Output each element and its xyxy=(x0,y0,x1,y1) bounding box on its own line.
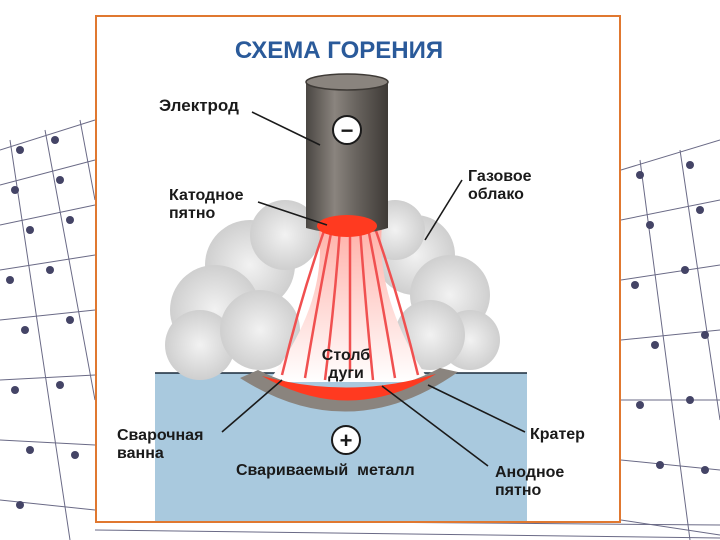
label-anode-spot-line1: Анодное xyxy=(495,464,564,481)
label-arc-column-line2: дуги xyxy=(328,365,364,382)
crater xyxy=(240,368,458,412)
minus-icon: − xyxy=(341,118,354,143)
label-gas-cloud-line2: облако xyxy=(468,186,524,203)
minus-sign-circle xyxy=(332,115,362,145)
label-weld-pool-line2: ванна xyxy=(117,445,164,462)
label-anode-spot-line2: пятно xyxy=(495,482,542,499)
cathode-spot xyxy=(317,215,377,237)
anode-spot xyxy=(262,374,436,401)
arc-rays xyxy=(280,227,420,381)
label-arc-column-line1: Столб xyxy=(322,347,371,364)
plus-sign-circle xyxy=(331,425,361,455)
label-crater: Кратер xyxy=(530,426,585,443)
page-title: СХЕМА ГОРЕНИЯ xyxy=(235,37,443,64)
label-base-metal: Свариваемый металл xyxy=(236,462,415,479)
leader-lines xyxy=(221,111,526,467)
electrode xyxy=(306,82,388,234)
label-cathode-spot-line1: Катодное xyxy=(169,187,244,204)
label-electrode: Электрод xyxy=(159,96,239,115)
label-weld-pool-line1: Сварочная xyxy=(117,427,203,444)
label-gas-cloud-line1: Газовое xyxy=(468,168,532,185)
label-cathode-spot-line2: пятно xyxy=(169,205,216,222)
electrode-top xyxy=(305,73,389,91)
plus-icon: + xyxy=(340,428,353,453)
combustion-diagram: − + СХЕМА ГОРЕНИЯ Электрод Катодное пятн… xyxy=(117,37,585,521)
